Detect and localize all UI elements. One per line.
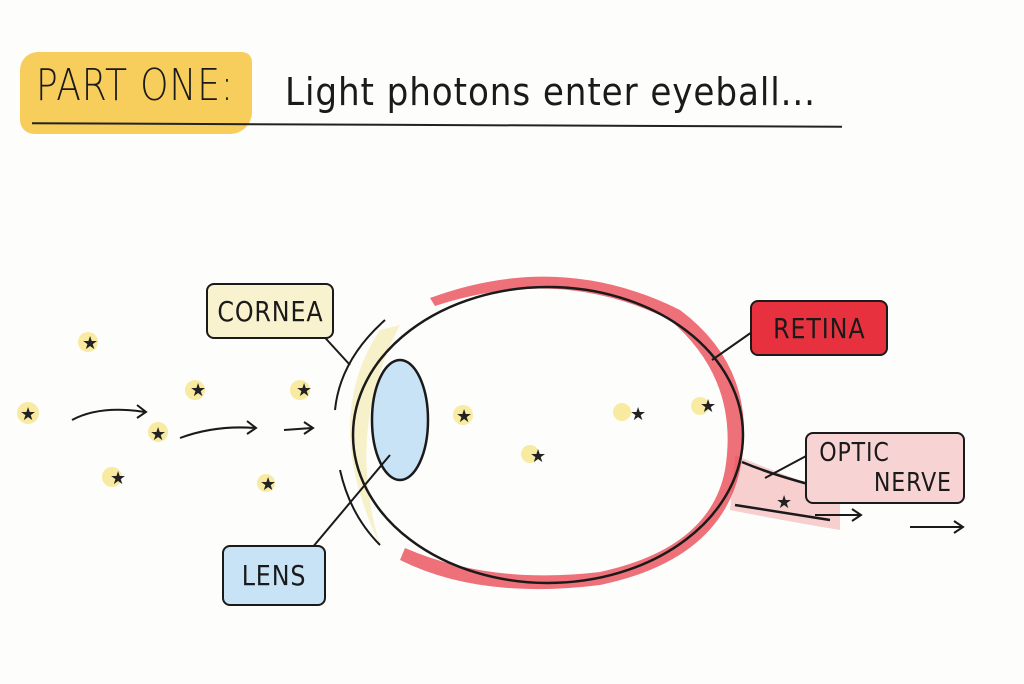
svg-text:★: ★ <box>82 333 98 354</box>
cornea-label-text: CORNEA <box>216 294 324 328</box>
retina-label-text: RETINA <box>772 311 866 345</box>
svg-text:★: ★ <box>296 380 312 401</box>
retina-label: RETINA <box>750 300 888 356</box>
svg-text:★: ★ <box>150 424 166 445</box>
cornea <box>350 325 400 545</box>
svg-text:★: ★ <box>260 474 276 495</box>
lens <box>370 358 430 482</box>
svg-text:★: ★ <box>630 404 646 425</box>
optic-nerve-label: OPTIC NERVE <box>805 432 965 504</box>
nerve-label-text: NERVE <box>874 468 953 498</box>
optic-label-text: OPTIC <box>819 438 890 468</box>
svg-text:★: ★ <box>530 446 546 467</box>
title-highlight <box>20 52 252 134</box>
lens-label-text: LENS <box>241 559 307 592</box>
photon-arrows <box>71 404 965 534</box>
title-text: Light photons enter eyeball... <box>285 70 816 114</box>
photon-stars: ★ ★ ★ ★ ★ ★ ★ ★ ★ ★ ★ ★ <box>17 332 792 513</box>
svg-text:★: ★ <box>456 406 472 427</box>
retina <box>400 276 744 590</box>
svg-text:★: ★ <box>190 380 206 401</box>
svg-text:★: ★ <box>776 492 792 513</box>
cornea-label: CORNEA <box>206 283 334 339</box>
eyeball <box>351 285 745 585</box>
optic-nerve <box>730 455 840 530</box>
svg-text:★: ★ <box>700 396 716 417</box>
svg-text:★: ★ <box>20 404 36 425</box>
title-part: PART ONE: <box>36 60 234 111</box>
svg-text:★: ★ <box>110 468 126 489</box>
lens-label: LENS <box>222 545 326 606</box>
